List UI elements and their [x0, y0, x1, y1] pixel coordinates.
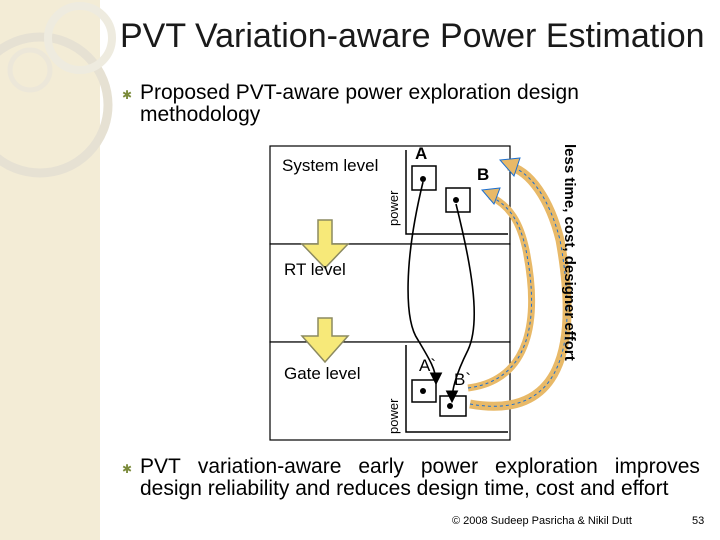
feedback-arrow-outer [469, 157, 572, 411]
page-number: 53 [692, 515, 705, 527]
bullet2-line1: PVT variation-aware early power explorat… [140, 456, 700, 478]
bullet2-word: variation-aware [197, 455, 342, 478]
design-point-b-dot [453, 197, 459, 203]
bullet-marker-icon: ✱ [122, 462, 133, 476]
system-level-axes [405, 150, 508, 235]
bullet2-word: PVT [140, 455, 181, 478]
gate-level-axes [405, 345, 508, 433]
bullet-proposed-methodology: ✱ Proposed PVT-aware power exploration d… [122, 81, 680, 126]
design-point-a-dot [420, 176, 426, 182]
mapping-curve-b [445, 203, 476, 404]
mapping-curve-a [407, 181, 443, 386]
gate-level-label: Gate level [284, 364, 361, 383]
bullet2-word: exploration [495, 455, 598, 478]
decorative-circles [0, 2, 116, 178]
rt-level-label: RT level [284, 260, 346, 279]
power-axis-label-bottom: power [386, 398, 401, 434]
system-level-label: System level [282, 156, 379, 175]
bullet2-word: power [420, 455, 479, 478]
bullet1-line2: methodology [140, 103, 261, 126]
bullet-conclusion: ✱ PVT variation-aware early power explor… [122, 456, 700, 500]
bullet2-word: early [358, 455, 404, 478]
design-point-a-box [411, 165, 437, 191]
point-b-prime-label: B` [454, 370, 471, 389]
point-a-prime-label: A` [419, 356, 436, 375]
design-point-a-prime-dot [420, 388, 426, 394]
bullet2-word: improves [614, 455, 700, 478]
down-arrow-system-to-rt [300, 219, 350, 270]
feedback-arrow-inner [467, 187, 535, 392]
down-arrow-rt-to-gate [300, 317, 350, 364]
slide-sidebar-band [0, 0, 100, 540]
point-b-label: B [477, 165, 490, 184]
point-a-label: A [415, 144, 428, 163]
power-axis-label-top: power [386, 190, 401, 226]
copyright-footer: © 2008 Sudeep Pasricha & Nikil Dutt [452, 515, 632, 527]
bullet-marker-icon: ✱ [122, 88, 133, 102]
bullet1-line1: Proposed PVT-aware power exploration des… [140, 81, 579, 104]
bullet2-line2: design reliability and reduces design ti… [140, 477, 669, 500]
side-benefit-label: less time, cost, designer effort [561, 144, 578, 361]
design-point-b-prime-dot [447, 403, 453, 409]
slide-title: PVT Variation-aware Power Estimation [120, 17, 705, 55]
